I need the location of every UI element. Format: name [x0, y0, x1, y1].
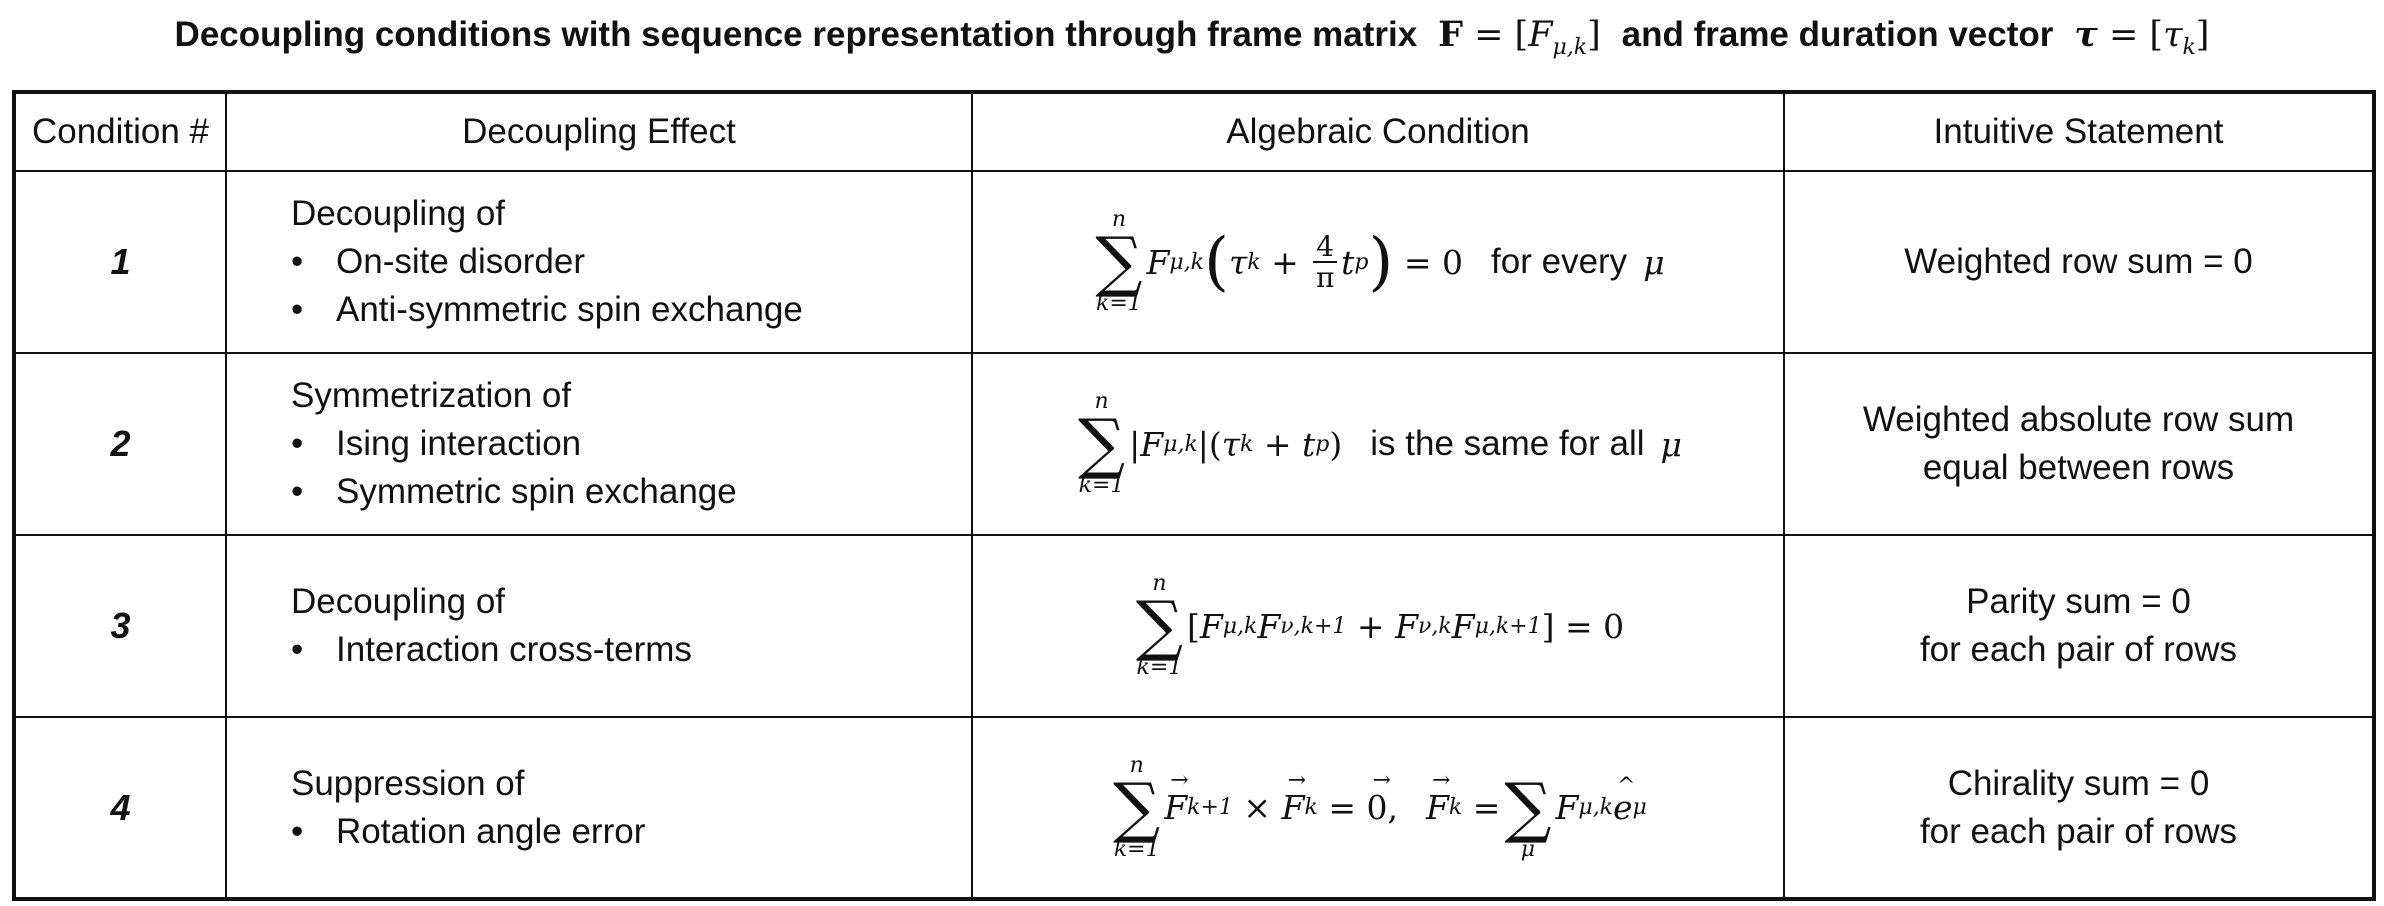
effect-item: •Ising interaction — [291, 420, 971, 468]
bullet: • — [291, 424, 304, 463]
algebraic-condition: n∑k=1 Fk+1 × Fk = 0, Fk = ∑μ Fμ,keμ — [971, 716, 1785, 900]
title-text-2: and frame duration vector — [1621, 15, 2054, 54]
table-row: 1 Decoupling of •On-site disorder •Anti-… — [13, 170, 2375, 354]
decoupling-effect: Symmetrization of •Ising interaction •Sy… — [225, 352, 973, 536]
table-row: 4 Suppression of •Rotation angle error n… — [13, 716, 2375, 900]
effect-item: •On-site disorder — [291, 238, 971, 286]
condition-text: is the same for all — [1370, 424, 1645, 463]
condition-text: for every — [1491, 242, 1628, 281]
header-row: Condition # Decoupling Effect Algebraic … — [13, 91, 2375, 172]
decoupling-effect: Suppression of •Rotation angle error — [225, 716, 973, 900]
effect-item: •Anti-symmetric spin exchange — [291, 286, 971, 334]
header-decoupling-effect: Decoupling Effect — [225, 91, 973, 172]
effect-heading: Suppression of — [291, 763, 525, 803]
table-row: 3 Decoupling of •Interaction cross-terms… — [13, 534, 2375, 718]
decoupling-effect: Decoupling of •Interaction cross-terms — [225, 534, 973, 718]
effect-heading: Decoupling of — [291, 194, 506, 233]
condition-number: 1 — [13, 170, 227, 354]
bullet: • — [291, 290, 304, 329]
conditions-table: Condition # Decoupling Effect Algebraic … — [12, 90, 2376, 901]
effect-item: •Rotation angle error — [291, 808, 971, 856]
title-text-1: Decoupling conditions with sequence repr… — [174, 15, 1418, 54]
bullet: • — [291, 630, 304, 669]
effect-heading: Decoupling of — [291, 582, 506, 621]
header-algebraic-condition: Algebraic Condition — [971, 91, 1785, 172]
effect-item: •Interaction cross-terms — [291, 626, 971, 674]
condition-formula: n∑k=1 Fk+1 × Fk = 0, Fk = ∑μ Fμ,keμ — [1109, 754, 1647, 861]
bullet: • — [291, 242, 304, 281]
decoupling-effect: Decoupling of •On-site disorder •Anti-sy… — [225, 170, 973, 354]
effect-item: •Symmetric spin exchange — [291, 468, 971, 516]
condition-number: 4 — [13, 716, 227, 900]
condition-number: 2 — [13, 352, 227, 536]
table-title: Decoupling conditions with sequence repr… — [0, 14, 2384, 60]
header-condition-number: Condition # — [13, 91, 227, 172]
intuitive-statement: Parity sum = 0 for each pair of rows — [1783, 534, 2375, 718]
bullet: • — [291, 472, 304, 511]
table-row: 2 Symmetrization of •Ising interaction •… — [13, 352, 2375, 536]
effect-heading: Symmetrization of — [291, 376, 572, 415]
frame-matrix-formula: F = [Fμ,k] — [1438, 14, 1612, 60]
bullet: • — [291, 811, 304, 851]
header-intuitive-statement: Intuitive Statement — [1783, 91, 2375, 172]
duration-vector-formula: τ = [τk] — [2074, 14, 2210, 60]
intuitive-statement: Weighted absolute row sum equal between … — [1783, 352, 2375, 536]
intuitive-statement: Weighted row sum = 0 — [1783, 170, 2375, 354]
condition-number: 3 — [13, 534, 227, 718]
intuitive-statement: Chirality sum = 0 for each pair of rows — [1783, 716, 2375, 900]
